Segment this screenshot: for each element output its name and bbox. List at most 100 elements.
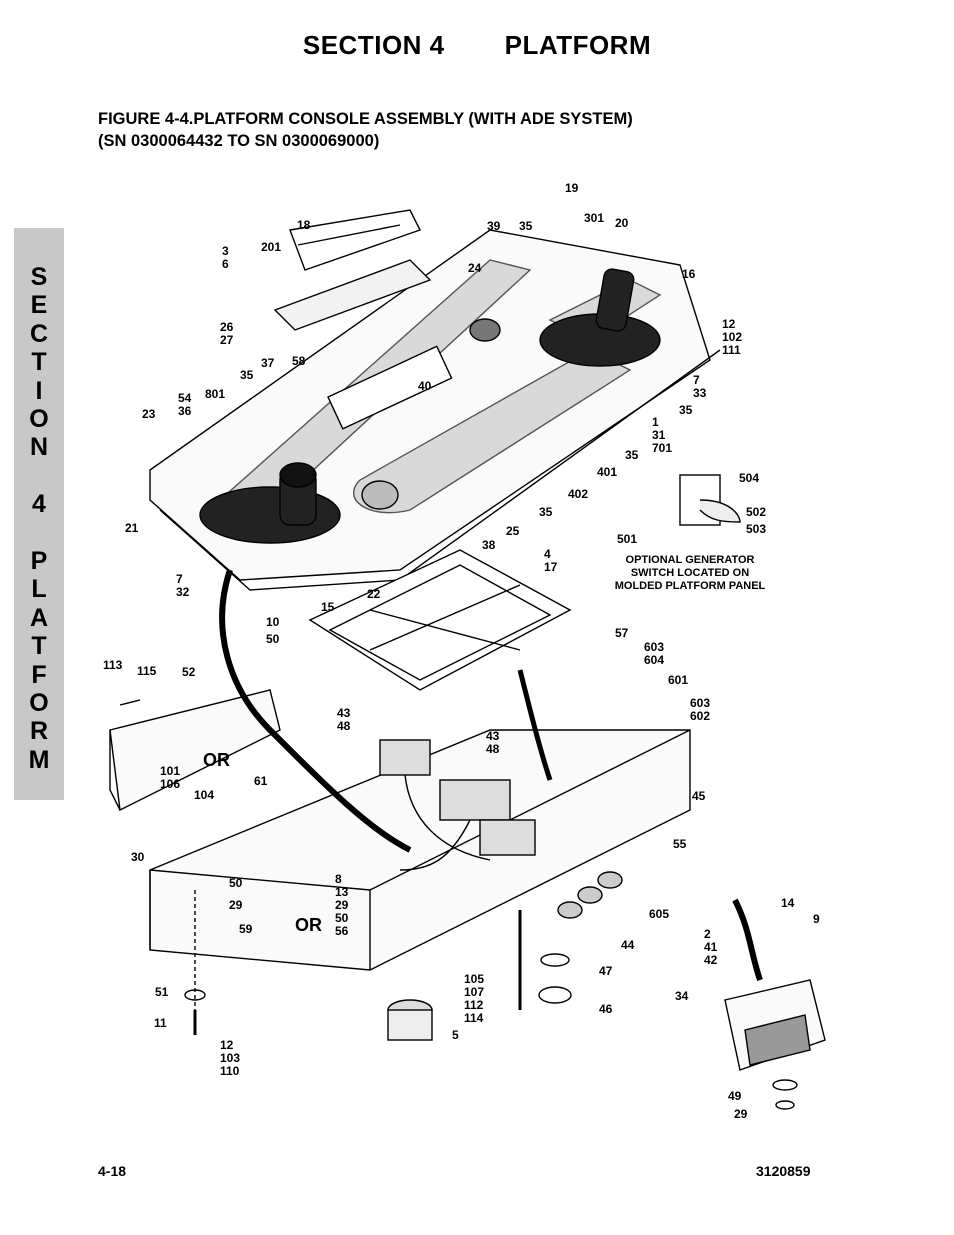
callout-35-d: 35 xyxy=(625,448,639,462)
callout-23: 23 xyxy=(142,407,156,421)
generator-switch-note: OPTIONAL GENERATOR SWITCH LOCATED ON MOL… xyxy=(614,554,766,592)
callout-37: 37 xyxy=(261,356,275,370)
callout-58: 58 xyxy=(292,354,306,368)
side-tab-letter: C xyxy=(29,319,49,348)
parts-diagram: 19 301 20 39 35 18 16 3 6 201 24 26 27 1… xyxy=(70,170,950,1150)
callout-301: 301 xyxy=(584,211,605,225)
callout-34: 34 xyxy=(675,989,689,1003)
callout-201: 201 xyxy=(261,240,282,254)
callout-104: 104 xyxy=(194,788,215,802)
callout-30: 30 xyxy=(131,850,145,864)
side-tab-letter: F xyxy=(31,660,47,689)
side-tab-letter: T xyxy=(31,632,47,661)
callout-15: 15 xyxy=(321,600,335,614)
side-tab-letter: O xyxy=(29,689,49,717)
document-number: 3120859 xyxy=(756,1163,811,1179)
callout-25: 25 xyxy=(506,524,520,538)
callout-35-b: 35 xyxy=(240,368,254,382)
callout-22: 22 xyxy=(367,587,381,601)
callout-61: 61 xyxy=(254,774,268,788)
side-tab-letter: R xyxy=(29,717,49,746)
callout-502: 502 xyxy=(746,505,767,519)
figure-caption: FIGURE 4-4.PLATFORM CONSOLE ASSEMBLY (WI… xyxy=(98,108,633,152)
callout-2-41-42: 2 41 42 xyxy=(704,927,718,967)
callout-8-13-29-50-56: 8 13 29 50 56 xyxy=(335,872,349,938)
callout-801: 801 xyxy=(205,387,226,401)
callout-601: 601 xyxy=(668,673,689,687)
callout-504: 504 xyxy=(739,471,760,485)
callout-43-48-a: 43 48 xyxy=(337,706,351,733)
callout-402: 402 xyxy=(568,487,589,501)
side-tab-letter: M xyxy=(28,745,50,774)
callout-51: 51 xyxy=(155,985,169,999)
callout-44: 44 xyxy=(621,938,635,952)
callout-19: 19 xyxy=(565,181,579,195)
side-tab-letter: O xyxy=(29,405,49,433)
callout-113: 113 xyxy=(103,658,123,672)
callout-603-602: 603 602 xyxy=(690,696,711,723)
callout-603-604: 603 604 xyxy=(644,640,665,667)
callout-45: 45 xyxy=(692,789,706,803)
side-tab-letter: N xyxy=(29,433,49,462)
side-tab-letter: A xyxy=(29,603,49,632)
callout-12-102-111: 12 102 111 xyxy=(722,317,743,357)
callout-20: 20 xyxy=(615,216,629,230)
side-tab-letter: S xyxy=(30,263,48,291)
figure-caption-line-1: FIGURE 4-4.PLATFORM CONSOLE ASSEMBLY (WI… xyxy=(98,110,633,128)
callout-503: 503 xyxy=(746,522,767,536)
or-label: OR xyxy=(295,915,322,935)
callout-7-33: 7 33 xyxy=(693,373,707,400)
callout-16: 16 xyxy=(682,267,696,281)
page-number: 4-18 xyxy=(98,1163,127,1179)
callout-49: 49 xyxy=(728,1089,742,1103)
callout-14: 14 xyxy=(781,896,795,910)
callout-12-103-110: 12 103 110 xyxy=(220,1038,241,1078)
callout-18: 18 xyxy=(297,218,311,232)
section-header: SECTION 4 PLATFORM xyxy=(0,30,954,61)
callout-7-32: 7 32 xyxy=(176,572,190,599)
callout-3-6: 3 6 xyxy=(222,244,229,271)
callout-29: 29 xyxy=(229,898,243,912)
callout-21: 21 xyxy=(125,521,139,535)
callout-55: 55 xyxy=(673,837,687,851)
callout-1-31-701: 1 31 701 xyxy=(652,415,673,455)
callout-24: 24 xyxy=(468,261,482,275)
console-illustration xyxy=(109,209,826,1110)
callout-10: 10 xyxy=(266,615,280,629)
callout-59: 59 xyxy=(239,922,253,936)
callout-11: 11 xyxy=(154,1016,167,1030)
callout-605: 605 xyxy=(649,907,670,921)
callout-35-c: 35 xyxy=(679,403,693,417)
callout-39: 39 xyxy=(487,219,501,233)
callout-54-36: 54 36 xyxy=(178,391,192,418)
callout-50-b: 50 xyxy=(229,876,243,890)
side-tab-letter: I xyxy=(35,376,43,405)
section-title: PLATFORM xyxy=(504,30,652,60)
callout-4-17: 4 17 xyxy=(544,547,558,574)
side-tab-letter: E xyxy=(30,291,48,320)
callout-40: 40 xyxy=(418,379,432,393)
section-number: SECTION 4 xyxy=(302,30,445,60)
callout-401: 401 xyxy=(597,465,618,479)
side-tab-letter: T xyxy=(31,348,47,377)
callout-101-106: 101 106 xyxy=(160,764,181,791)
side-tab-letter: P xyxy=(30,547,48,575)
callout-35: 35 xyxy=(519,219,533,233)
callout-29-b: 29 xyxy=(734,1107,748,1121)
figure-caption-line-2: (SN 0300064432 TO SN 0300069000) xyxy=(98,132,380,150)
side-tab-letter: L xyxy=(31,575,47,604)
callout-47: 47 xyxy=(599,964,613,978)
callout-46: 46 xyxy=(599,1002,613,1016)
callout-38: 38 xyxy=(482,538,496,552)
callout-501: 501 xyxy=(617,532,638,546)
callout-50: 50 xyxy=(266,632,280,646)
callout-57: 57 xyxy=(615,626,629,640)
or-label: OR xyxy=(203,750,230,770)
callout-5: 5 xyxy=(452,1028,459,1042)
callout-43-48-b: 43 48 xyxy=(486,729,500,756)
callout-52: 52 xyxy=(182,665,196,679)
callout-105-107-112-114: 105 107 112 114 xyxy=(464,972,485,1025)
side-tab-letter: 4 xyxy=(32,490,46,519)
callout-35-e: 35 xyxy=(539,505,553,519)
